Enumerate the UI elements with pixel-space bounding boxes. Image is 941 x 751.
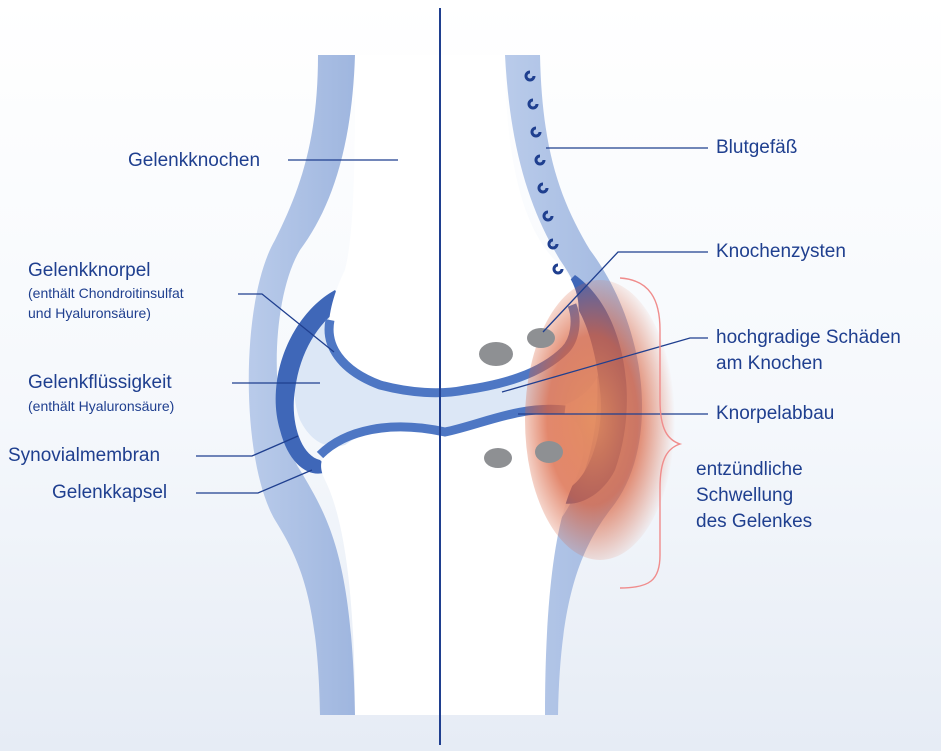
label-schwellung-3: des Gelenkes: [696, 510, 812, 533]
label-schaeden-2: am Knochen: [716, 352, 823, 375]
label-gelenkknorpel: Gelenkknorpel: [28, 259, 151, 282]
label-synovialmembran: Synovialmembran: [8, 444, 160, 467]
label-gelenkknorpel-note1: (enthält Chondroitinsulfat: [28, 284, 184, 302]
label-schwellung-2: Schwellung: [696, 484, 793, 507]
label-blutgefaess: Blutgefäß: [716, 136, 797, 159]
label-knorpelabbau: Knorpelabbau: [716, 402, 834, 425]
cyst: [535, 441, 563, 463]
label-schwellung-1: entzündliche: [696, 458, 803, 481]
label-gelenkknorpel-note2: und Hyaluronsäure): [28, 304, 151, 322]
cyst: [484, 448, 512, 468]
cyst: [479, 342, 513, 366]
inflammation-glow: [525, 280, 675, 560]
label-knochenzysten: Knochenzysten: [716, 240, 846, 263]
label-gelenkkapsel: Gelenkkapsel: [52, 481, 167, 504]
label-schaeden-1: hochgradige Schäden: [716, 326, 901, 349]
label-gelenkfluessigkeit: Gelenkflüssigkeit: [28, 371, 172, 394]
label-gelenkknochen: Gelenkknochen: [128, 149, 260, 172]
cyst: [527, 328, 555, 348]
label-gelenkfluessigkeit-note: (enthält Hyaluronsäure): [28, 397, 174, 415]
